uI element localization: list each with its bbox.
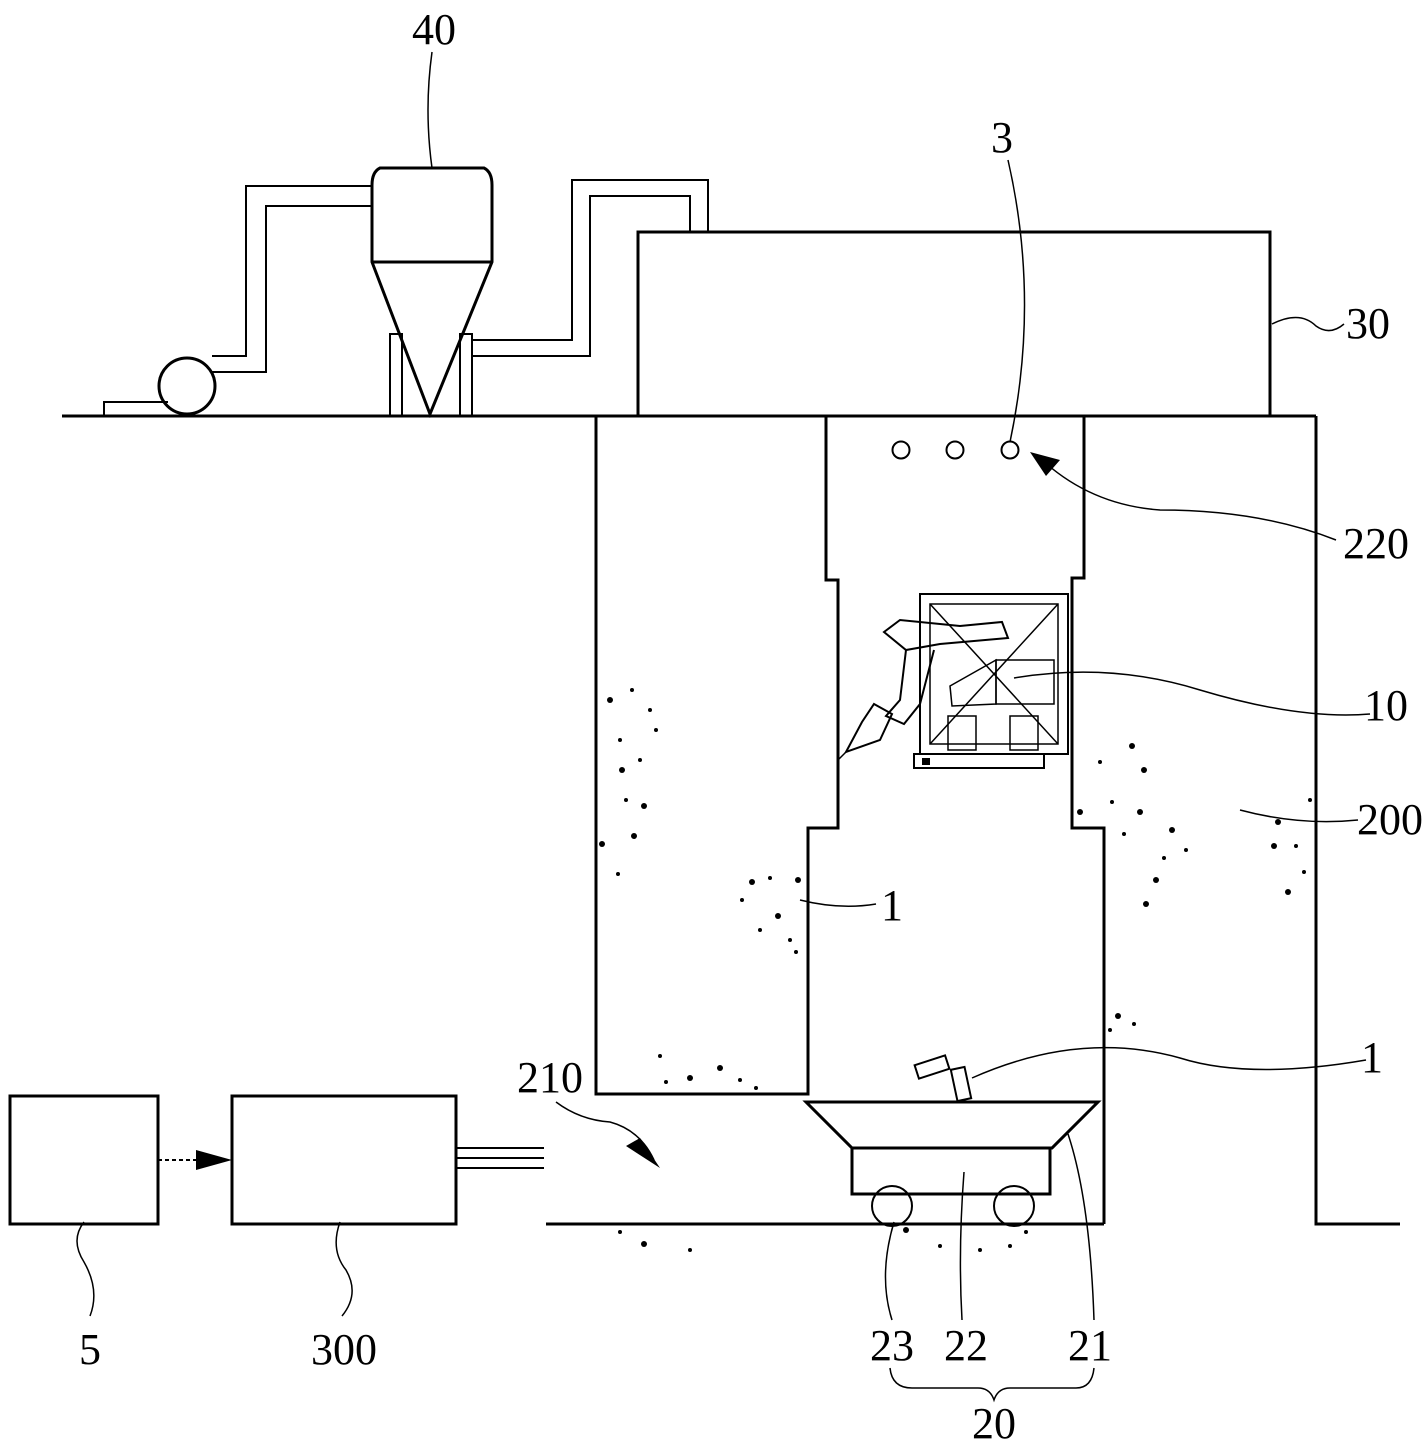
label-supply-unit: 300 [311, 1325, 377, 1374]
cyclone-separator [372, 168, 492, 416]
label-shaft: 200 [1357, 795, 1423, 844]
label-nozzle-holes: 220 [1343, 519, 1409, 568]
label-robot: 10 [1364, 681, 1408, 730]
debris-particles [599, 688, 1312, 1252]
blower [104, 358, 215, 416]
label-controller: 5 [79, 1325, 101, 1374]
leader-lines [77, 52, 1370, 1400]
label-debris-lower: 1 [1361, 1033, 1383, 1082]
robot-unit [838, 594, 1068, 768]
blower-duct [212, 186, 372, 372]
label-opening: 210 [517, 1053, 583, 1102]
controller-arrow [158, 1150, 232, 1170]
supply-unit-box [232, 1096, 544, 1224]
label-cart-assembly: 20 [972, 1399, 1016, 1448]
nozzle-holes [893, 442, 1019, 459]
label-wheel: 23 [870, 1321, 914, 1370]
label-cyclone: 40 [412, 5, 456, 54]
label-debris-upper: 1 [881, 881, 903, 930]
controller-box [10, 1096, 158, 1224]
label-hopper: 21 [1068, 1321, 1112, 1370]
debris-pieces [915, 1055, 972, 1101]
label-nozzle: 3 [991, 113, 1013, 162]
label-upper-unit: 30 [1346, 299, 1390, 348]
cart-assembly [806, 1102, 1098, 1226]
upper-duct [472, 180, 708, 356]
upper-unit-box [638, 232, 1270, 416]
label-cart-body: 22 [944, 1321, 988, 1370]
